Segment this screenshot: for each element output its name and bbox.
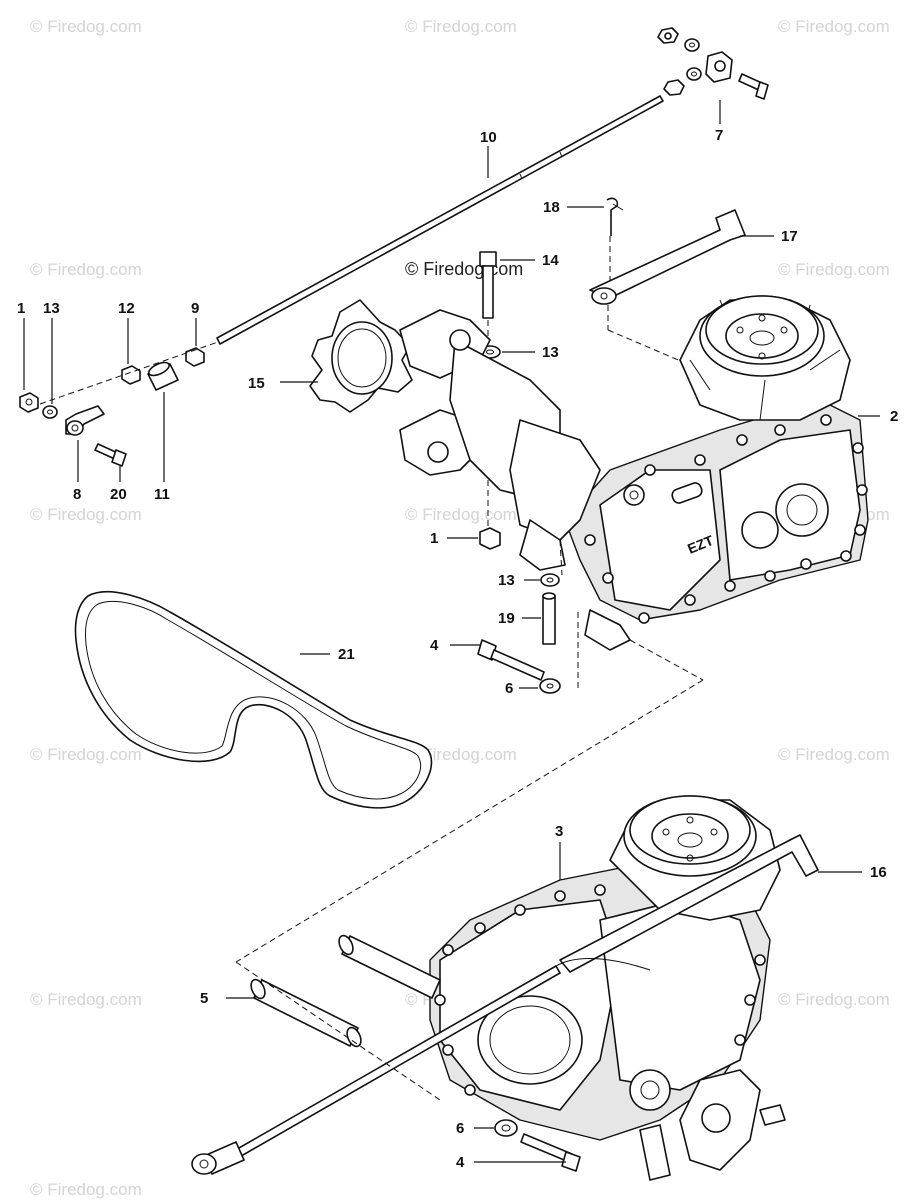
watermark: © Firedog.com [30,505,142,524]
callout-16: 16 [870,864,887,881]
rod-end-assembly-top [657,27,769,124]
lower-fasteners-bottom [191,934,651,1175]
callout-13: 13 [542,344,559,361]
callout-4: 4 [456,1154,465,1171]
lower-fasteners-top [235,539,704,963]
callout-12: 12 [118,300,135,317]
callout-13: 13 [498,572,515,589]
watermark: © Firedog.com [30,990,142,1009]
callout-1: 1 [17,300,25,317]
callout-6: 6 [456,1120,464,1137]
callouts: 1 13 12 9 8 20 11 15 10 7 18 17 14 13 2 … [17,127,898,1171]
callout-13: 13 [43,300,60,317]
callout-19: 19 [498,610,515,627]
callout-21: 21 [338,646,355,663]
watermark: © Firedog.com [30,1180,142,1199]
belt-21 [74,591,433,809]
callout-9: 9 [191,300,199,317]
watermark: © Firedog.com [405,17,517,36]
watermark: © Firedog.com [778,745,890,764]
callout-3: 3 [555,823,563,840]
watermark: © Firedog.com [778,990,890,1009]
rod-10 [216,95,664,345]
callout-11: 11 [154,486,170,503]
transmission-2: EZT [399,295,880,651]
plate-15 [280,299,413,413]
callout-20: 20 [110,486,127,503]
watermark: © Firedog.com [30,260,142,279]
callout-7: 7 [715,127,723,144]
callout-15: 15 [248,375,265,392]
watermark: © Firedog.com [30,17,142,36]
callout-10: 10 [480,129,497,146]
callout-1: 1 [430,530,438,547]
callout-4: 4 [430,637,439,654]
watermark: © Firedog.com [405,505,517,524]
center-watermark: © Firedog.com [405,259,523,279]
callout-17: 17 [781,228,798,245]
callout-18: 18 [543,199,560,216]
bracket-17 [567,197,774,366]
callout-14: 14 [542,252,559,269]
callout-6: 6 [505,680,513,697]
watermark: © Firedog.com [405,745,517,764]
left-fasteners [19,318,219,482]
callout-5: 5 [200,990,208,1007]
callout-2: 2 [890,408,898,425]
transmission-3 [429,795,862,1181]
watermark: © Firedog.com [778,260,890,279]
watermark: © Firedog.com [778,17,890,36]
watermark: © Firedog.com [30,745,142,764]
callout-8: 8 [73,486,81,503]
